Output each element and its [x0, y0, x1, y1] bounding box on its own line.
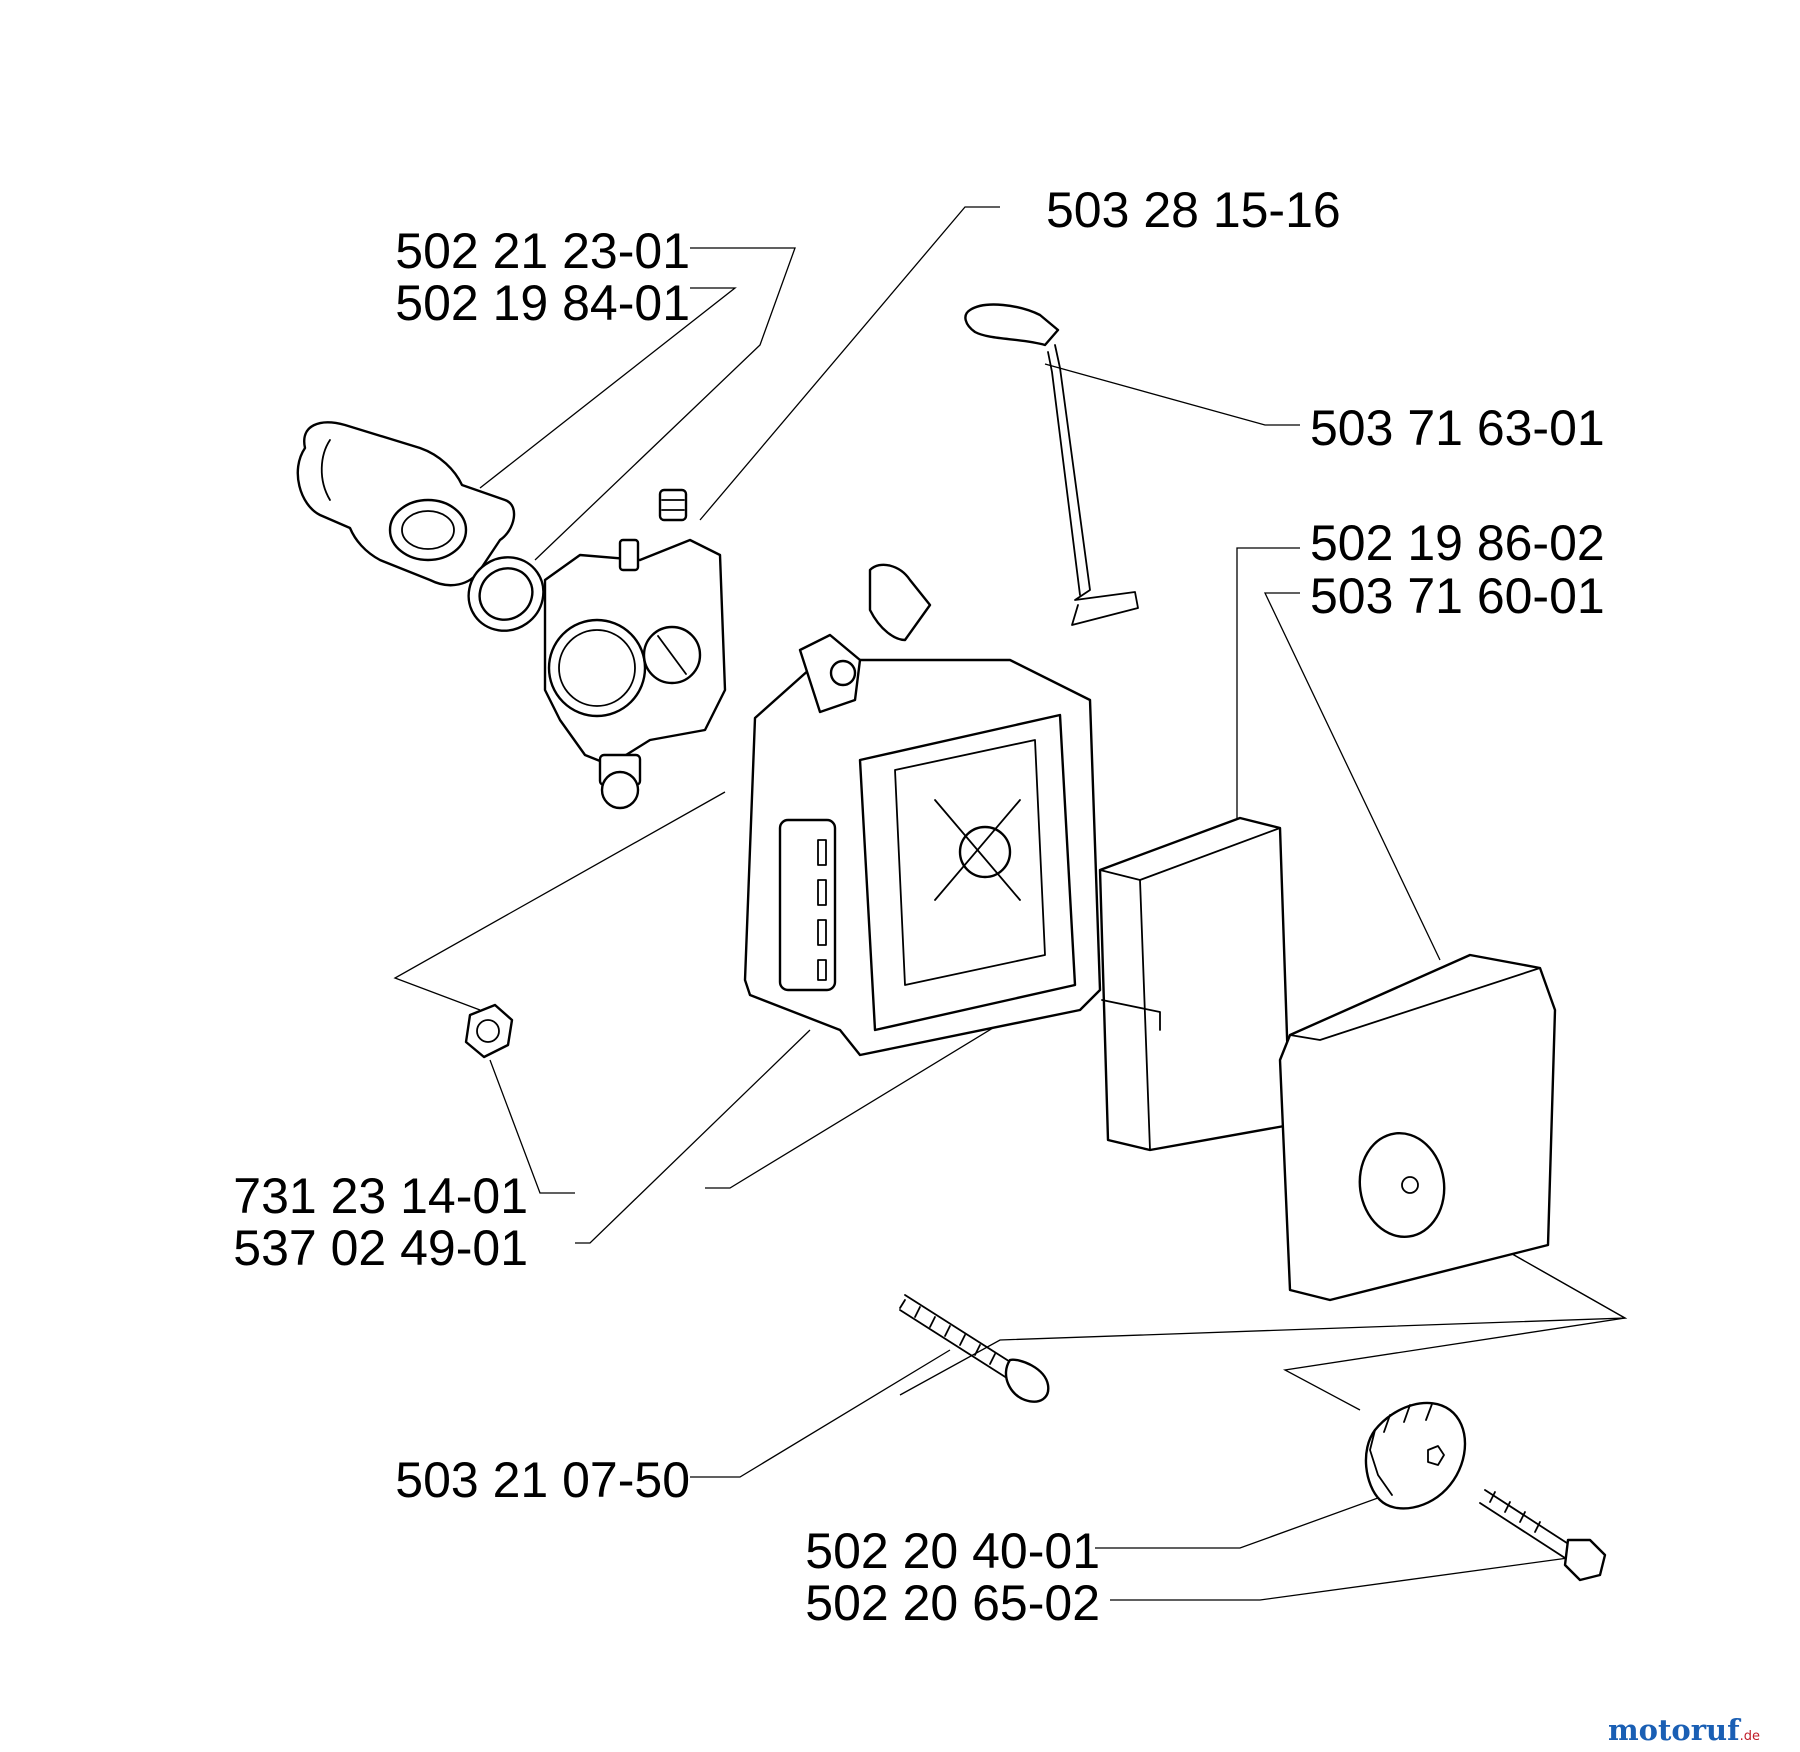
air-filter-housing-icon	[743, 563, 1102, 1057]
label-knob: 502 20 40-01	[805, 1523, 1100, 1579]
screw-icon	[899, 1294, 1050, 1403]
bolt-icon	[1479, 1489, 1607, 1582]
leader-lines	[393, 206, 1628, 1601]
choke-rod-icon	[964, 303, 1139, 626]
hex-nut-icon	[464, 1003, 514, 1059]
label-filter-element: 502 19 86-02	[1310, 515, 1605, 571]
label-filter-cover: 503 71 60-01	[1310, 568, 1605, 624]
watermark-suffix: .de	[1740, 1729, 1760, 1744]
label-choke-rod: 503 71 63-01	[1310, 400, 1605, 456]
label-intake: 502 21 23-01	[395, 223, 690, 279]
air-filter-cover-icon	[1278, 953, 1557, 1302]
carburetor-icon	[543, 488, 727, 810]
svg-text:motoruf.de: motoruf.de	[1608, 1713, 1760, 1747]
label-nut: 731 23 14-01	[233, 1168, 528, 1224]
knob-icon	[1364, 1401, 1467, 1510]
part-labels: 502 21 23-01 502 19 84-01 503 28 15-16 5…	[233, 182, 1604, 1631]
label-carburetor: 503 28 15-16	[1046, 182, 1341, 238]
label-housing: 537 02 49-01	[233, 1220, 528, 1276]
o-ring-icon	[467, 556, 545, 632]
watermark-brand: motoruf	[1608, 1713, 1742, 1747]
intake-manifold-icon	[296, 421, 516, 587]
label-screw: 503 21 07-50	[395, 1452, 690, 1508]
air-filter-element-icon	[1098, 816, 1292, 1152]
watermark-logo: motoruf.de	[1608, 1713, 1760, 1747]
label-gasket-ring: 502 19 84-01	[395, 275, 690, 331]
label-bolt: 502 20 65-02	[805, 1575, 1100, 1631]
